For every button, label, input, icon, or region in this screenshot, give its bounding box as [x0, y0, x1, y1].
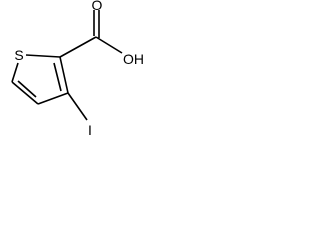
atom-label-iodine: I — [88, 122, 92, 138]
bond-c4-c5 — [11, 81, 39, 105]
bond-c5-s1 — [11, 62, 19, 83]
bond-carboxyl-oh — [95, 36, 123, 54]
chemical-structure: S O OH I — [11, 0, 144, 138]
bond-c2-c3-inner — [53, 62, 62, 92]
bond-c4-c5-inner — [17, 80, 37, 98]
atom-label-carbonyl-oxygen: O — [92, 0, 103, 13]
bond-s1-c2 — [25, 54, 61, 58]
bond-c2-carboxyl — [59, 36, 97, 58]
atom-label-sulfur: S — [14, 47, 23, 63]
bond-c3-c4 — [37, 92, 69, 105]
atom-label-hydroxyl: OH — [123, 51, 144, 67]
bond-c3-iodine — [67, 92, 88, 121]
bond-c2-c3 — [59, 56, 69, 94]
